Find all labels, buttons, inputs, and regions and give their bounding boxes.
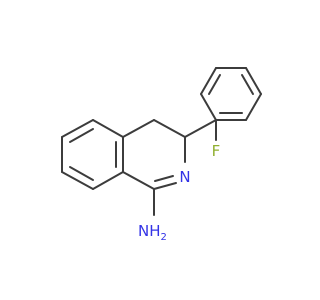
bond xyxy=(184,119,217,138)
double-bond-inner xyxy=(69,128,94,143)
double-bond-inner xyxy=(241,74,254,95)
bond xyxy=(200,93,217,121)
bond xyxy=(245,93,262,121)
bond xyxy=(92,171,124,190)
fluorophenyl-ring xyxy=(200,67,262,141)
molecule-drawing: N NH2 F xyxy=(61,67,262,243)
fluorine-label: F xyxy=(212,142,221,160)
double-bond-inner xyxy=(208,74,221,95)
double-bond-inner xyxy=(154,175,174,182)
bond xyxy=(245,67,262,95)
bond xyxy=(92,119,124,138)
amine-subscript: 2 xyxy=(161,232,167,243)
dihydro-ring xyxy=(122,119,186,216)
bond xyxy=(153,182,177,190)
benzene-ring-left xyxy=(61,119,124,190)
molecule-structure-canvas: N NH2 F xyxy=(61,67,262,243)
amine-label: NH2 xyxy=(138,222,167,243)
bond xyxy=(61,119,94,138)
bond xyxy=(153,119,186,138)
bond xyxy=(122,119,155,138)
amine-text: NH xyxy=(138,222,161,240)
double-bond-inner xyxy=(69,166,94,181)
nitrogen-label: N xyxy=(179,168,190,186)
bond xyxy=(200,67,217,95)
bond xyxy=(122,171,155,190)
bond xyxy=(61,171,94,190)
